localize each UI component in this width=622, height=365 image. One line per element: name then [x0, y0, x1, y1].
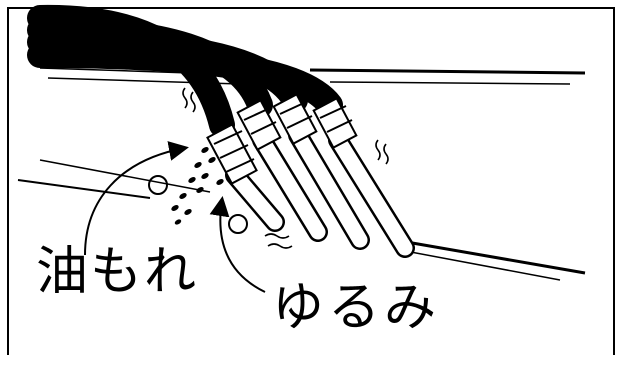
vibration-mark-icon — [182, 87, 389, 249]
hose-fitting-icon — [272, 93, 318, 145]
frame-border — [7, 7, 615, 355]
hose-fitting-icon — [312, 97, 358, 149]
hose-1 — [27, 4, 285, 232]
hose-4 — [27, 42, 415, 258]
background-lines — [17, 67, 586, 281]
oil-leak-label: 油もれ — [36, 242, 199, 302]
hose-fitting-icon — [236, 99, 282, 151]
loosening-label: ゆるみ — [272, 278, 441, 338]
oil-drip-icon — [171, 147, 224, 225]
hose-bundle — [27, 4, 415, 258]
callout-arrow-icon — [84, 141, 266, 293]
